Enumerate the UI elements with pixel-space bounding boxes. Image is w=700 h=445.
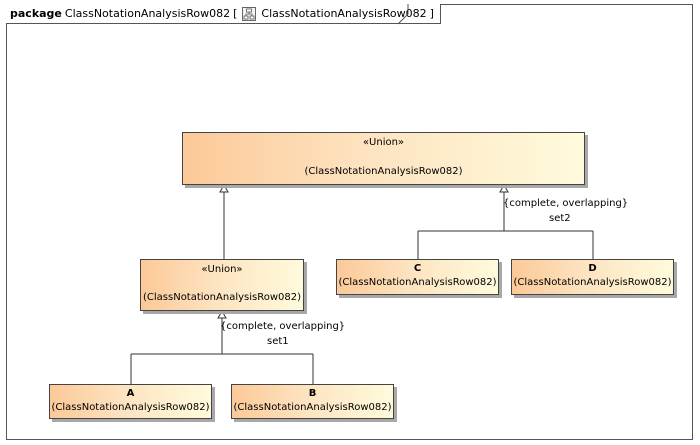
stereotype-label: «Union» — [362, 137, 405, 148]
owner-label: (ClassNotationAnalysisRow082) — [233, 402, 392, 413]
set2-constraint: {complete, overlapping} — [503, 198, 629, 209]
generalization-arrowhead — [499, 183, 509, 193]
owner-label: (ClassNotationAnalysisRow082) — [143, 292, 301, 303]
set1-constraint: {complete, overlapping} — [220, 321, 346, 332]
class-name: A — [126, 388, 135, 399]
owner-label: (ClassNotationAnalysisRow082) — [304, 166, 463, 177]
class-b[interactable]: B (ClassNotationAnalysisRow082) — [231, 384, 394, 419]
generalization-arrowhead — [219, 183, 229, 193]
class-union-top[interactable]: «Union» (ClassNotationAnalysisRow082) — [182, 132, 585, 185]
class-name: D — [588, 263, 597, 274]
stereotype-label: «Union» — [201, 264, 243, 275]
set1-name: set1 — [267, 336, 289, 347]
set2-name: set2 — [549, 213, 571, 224]
package-tab: package ClassNotationAnalysisRow082 [ Cl… — [6, 4, 441, 24]
package-name: ClassNotationAnalysisRow082 — [64, 7, 231, 20]
class-d[interactable]: D (ClassNotationAnalysisRow082) — [511, 259, 674, 295]
diagram-name: ClassNotationAnalysisRow082 — [261, 7, 427, 20]
owner-label: (ClassNotationAnalysisRow082) — [338, 277, 497, 288]
class-a[interactable]: A (ClassNotationAnalysisRow082) — [49, 384, 212, 419]
package-keyword: package — [10, 7, 62, 20]
owner-label: (ClassNotationAnalysisRow082) — [513, 277, 672, 288]
class-union-left[interactable]: «Union» (ClassNotationAnalysisRow082) — [140, 259, 304, 311]
class-name: B — [308, 388, 317, 399]
class-diagram-icon — [242, 6, 257, 21]
tab-corner — [398, 4, 409, 25]
bracket-close: ] — [429, 7, 434, 20]
class-c[interactable]: C (ClassNotationAnalysisRow082) — [336, 259, 499, 295]
class-name: C — [413, 263, 422, 274]
bracket-open: [ — [233, 7, 238, 20]
owner-label: (ClassNotationAnalysisRow082) — [51, 402, 210, 413]
generalization-arrowhead — [217, 309, 227, 319]
